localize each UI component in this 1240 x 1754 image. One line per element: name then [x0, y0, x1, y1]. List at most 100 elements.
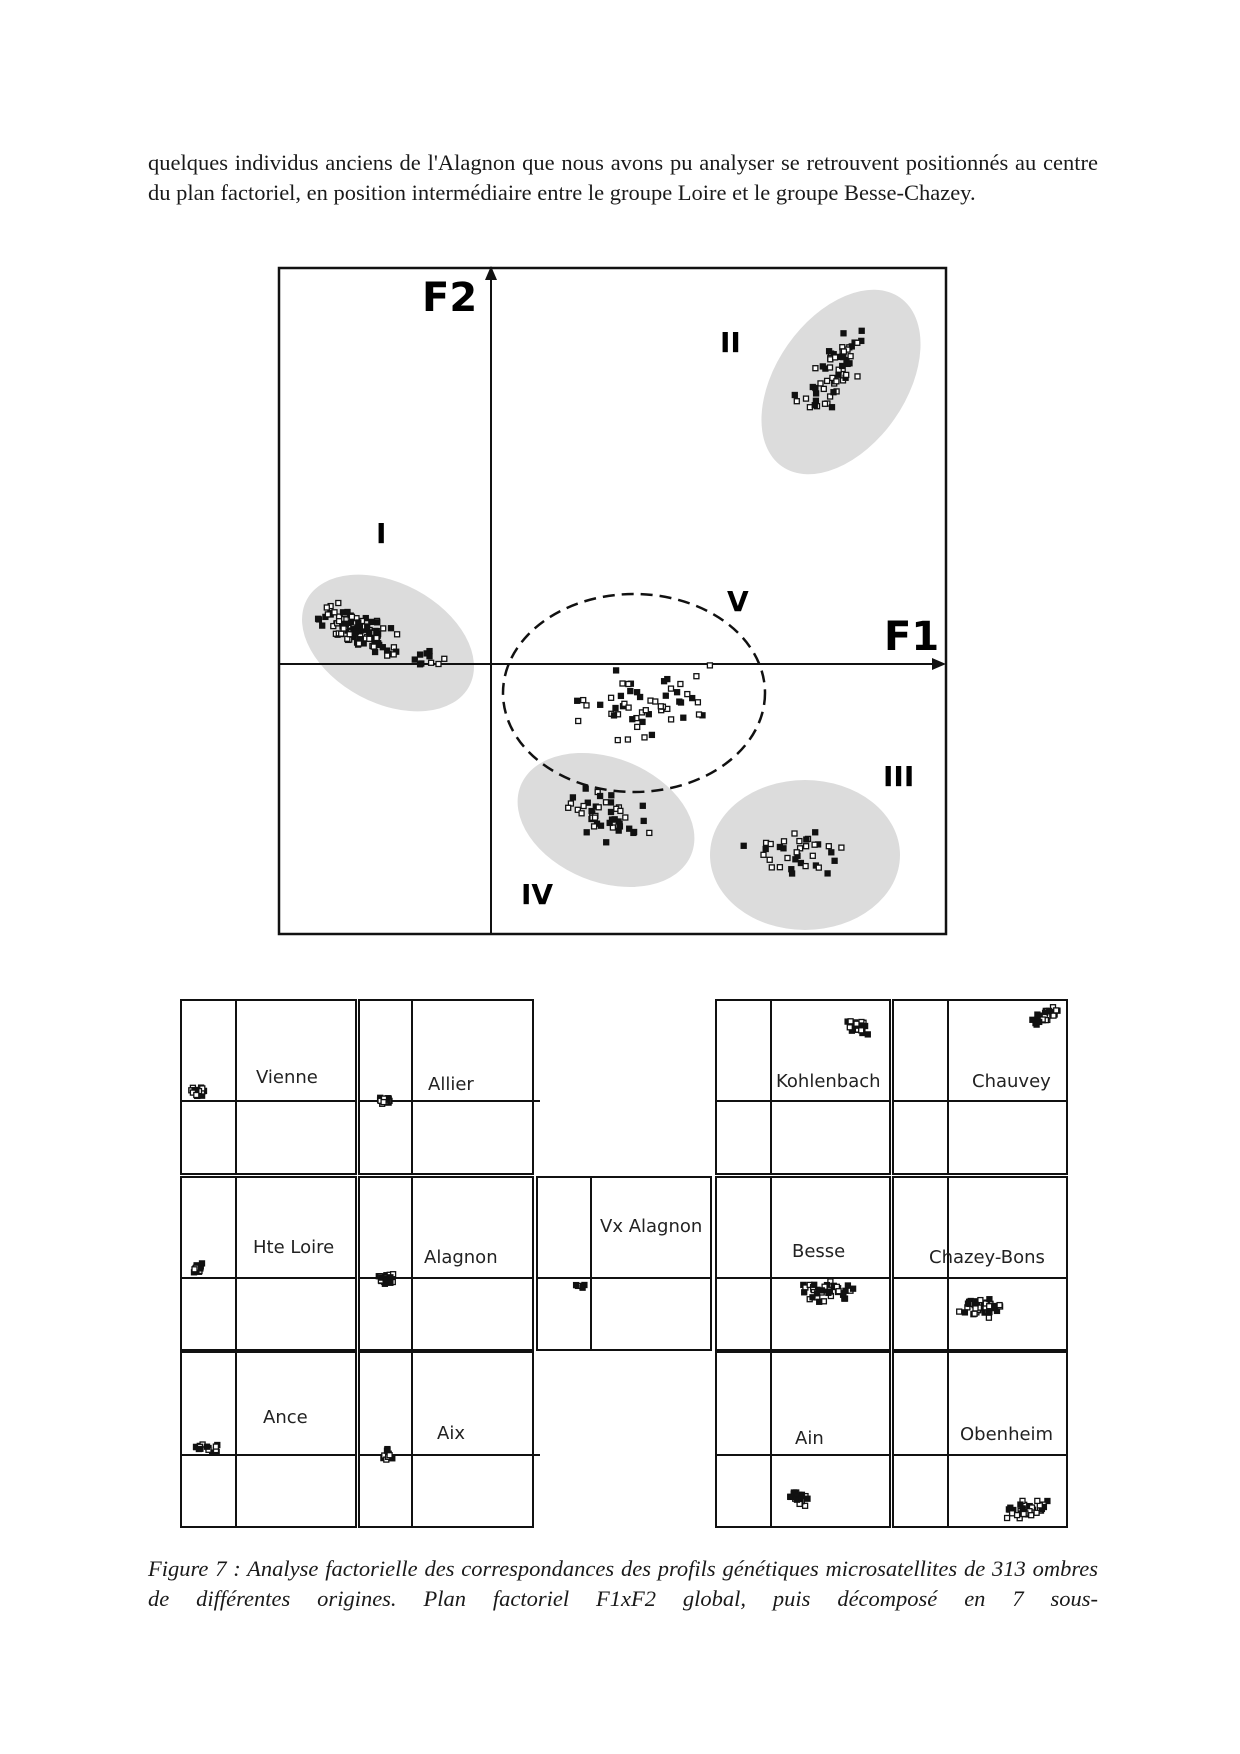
scatter-point — [1046, 1007, 1053, 1015]
scatter-point — [347, 619, 355, 626]
scatter-point — [677, 699, 685, 706]
scatter-point — [335, 618, 343, 625]
scatter-point — [1033, 1509, 1040, 1516]
scatter-point — [370, 643, 377, 650]
f2-axis-label: F2 — [422, 275, 477, 321]
scatter-point — [798, 1491, 806, 1498]
panel-allier: Allier — [358, 999, 540, 1175]
scatter-point — [985, 1314, 993, 1321]
scatter-point — [986, 1303, 993, 1310]
scatter-point — [578, 810, 585, 817]
scatter-point — [639, 802, 646, 809]
scatter-point — [582, 785, 589, 792]
panel-vienne: Vienne — [180, 999, 357, 1175]
scatter-point — [352, 628, 359, 636]
scatter-point — [826, 393, 834, 400]
group-label-V: V — [727, 585, 749, 618]
scatter-point — [617, 692, 625, 700]
panel-label-aix: Aix — [437, 1423, 465, 1444]
scatter-point — [579, 1284, 586, 1291]
scatter-point — [816, 1298, 823, 1305]
scatter-point — [610, 712, 618, 719]
panel-label-hte-loire: Hte Loire — [253, 1237, 334, 1258]
scatter-point — [390, 651, 397, 658]
panel-label-chazey-bons: Chazey-Bons — [929, 1247, 1045, 1268]
scatter-point — [847, 353, 854, 360]
scatter-point — [580, 696, 587, 704]
scatter-point — [695, 711, 703, 718]
scatter-point — [677, 680, 684, 688]
scatter-point — [972, 1305, 979, 1312]
figure-caption: Figure 7 : Analyse factorielle des corre… — [148, 1556, 1098, 1611]
panel-label-obenheim: Obenheim — [960, 1424, 1053, 1445]
scatter-point — [811, 1281, 818, 1288]
scatter-point — [627, 687, 634, 695]
scatter-point — [435, 660, 442, 668]
scatter-point — [574, 806, 581, 813]
panel-label-ain: Ain — [795, 1428, 824, 1449]
scatter-point — [854, 339, 861, 346]
scatter-point — [802, 395, 810, 402]
scatter-point — [791, 391, 798, 399]
scatter-point — [191, 1266, 198, 1273]
scatter-point — [612, 667, 620, 674]
scatter-point — [780, 845, 787, 852]
scatter-point — [588, 807, 595, 815]
scatter-point — [854, 373, 861, 380]
scatter-point — [767, 840, 774, 848]
scatter-point — [648, 731, 656, 739]
scatter-point — [693, 673, 700, 680]
scatter-point — [630, 828, 638, 836]
scatter-point — [596, 792, 604, 800]
scatter-point — [684, 690, 691, 698]
scatter-point — [961, 1309, 969, 1316]
scatter-point — [706, 662, 714, 669]
panel-vx-alagnon: Vx Alagnon — [536, 1176, 712, 1351]
scatter-point — [203, 1443, 211, 1450]
scatter-point — [858, 327, 865, 334]
scatter-point — [603, 839, 610, 846]
scatter-point — [1013, 1511, 1021, 1519]
panel-label-ance: Ance — [263, 1407, 308, 1428]
scatter-point — [823, 377, 831, 385]
scatter-point — [602, 799, 610, 806]
scatter-point — [625, 704, 632, 711]
scatter-point — [1036, 1018, 1043, 1026]
scatter-point — [829, 374, 836, 382]
scatter-point — [766, 856, 773, 863]
scatter-point — [768, 864, 775, 871]
scatter-point — [619, 680, 626, 687]
scatter-point — [809, 852, 816, 859]
scatter-point — [607, 808, 615, 816]
scatter-point — [838, 844, 845, 851]
panel-label-besse: Besse — [792, 1241, 845, 1262]
panel-besse: Besse — [715, 1176, 891, 1351]
scatter-point — [608, 792, 615, 799]
group-III-ellipse — [710, 780, 900, 930]
scatter-point — [809, 1294, 816, 1301]
scatter-point — [812, 365, 819, 372]
group-V-ellipse — [501, 592, 767, 794]
scatter-point — [776, 864, 784, 871]
scatter-point — [817, 380, 824, 387]
scatter-point — [575, 717, 582, 725]
scatter-point — [1028, 1512, 1035, 1519]
scatter-point — [673, 689, 681, 696]
scatter-point — [606, 819, 613, 827]
group-label-II: II — [720, 326, 741, 359]
scatter-point — [835, 1288, 842, 1295]
scatter-point — [622, 814, 629, 821]
panel-label-vx-alagnon: Vx Alagnon — [600, 1216, 702, 1237]
scatter-point — [986, 1308, 993, 1316]
scatter-point — [1029, 1016, 1036, 1023]
scatter-point — [366, 635, 373, 642]
scatter-point — [996, 1301, 1003, 1309]
panel-alagnon: Alagnon — [358, 1176, 534, 1351]
group-I-ellipse — [302, 574, 474, 712]
panel-label-allier: Allier — [428, 1074, 474, 1095]
group-label-I: I — [376, 517, 386, 550]
scatter-point — [371, 648, 379, 656]
scatter-point — [831, 354, 839, 361]
f2-arrow-icon — [485, 266, 497, 280]
scatter-point — [680, 714, 687, 721]
